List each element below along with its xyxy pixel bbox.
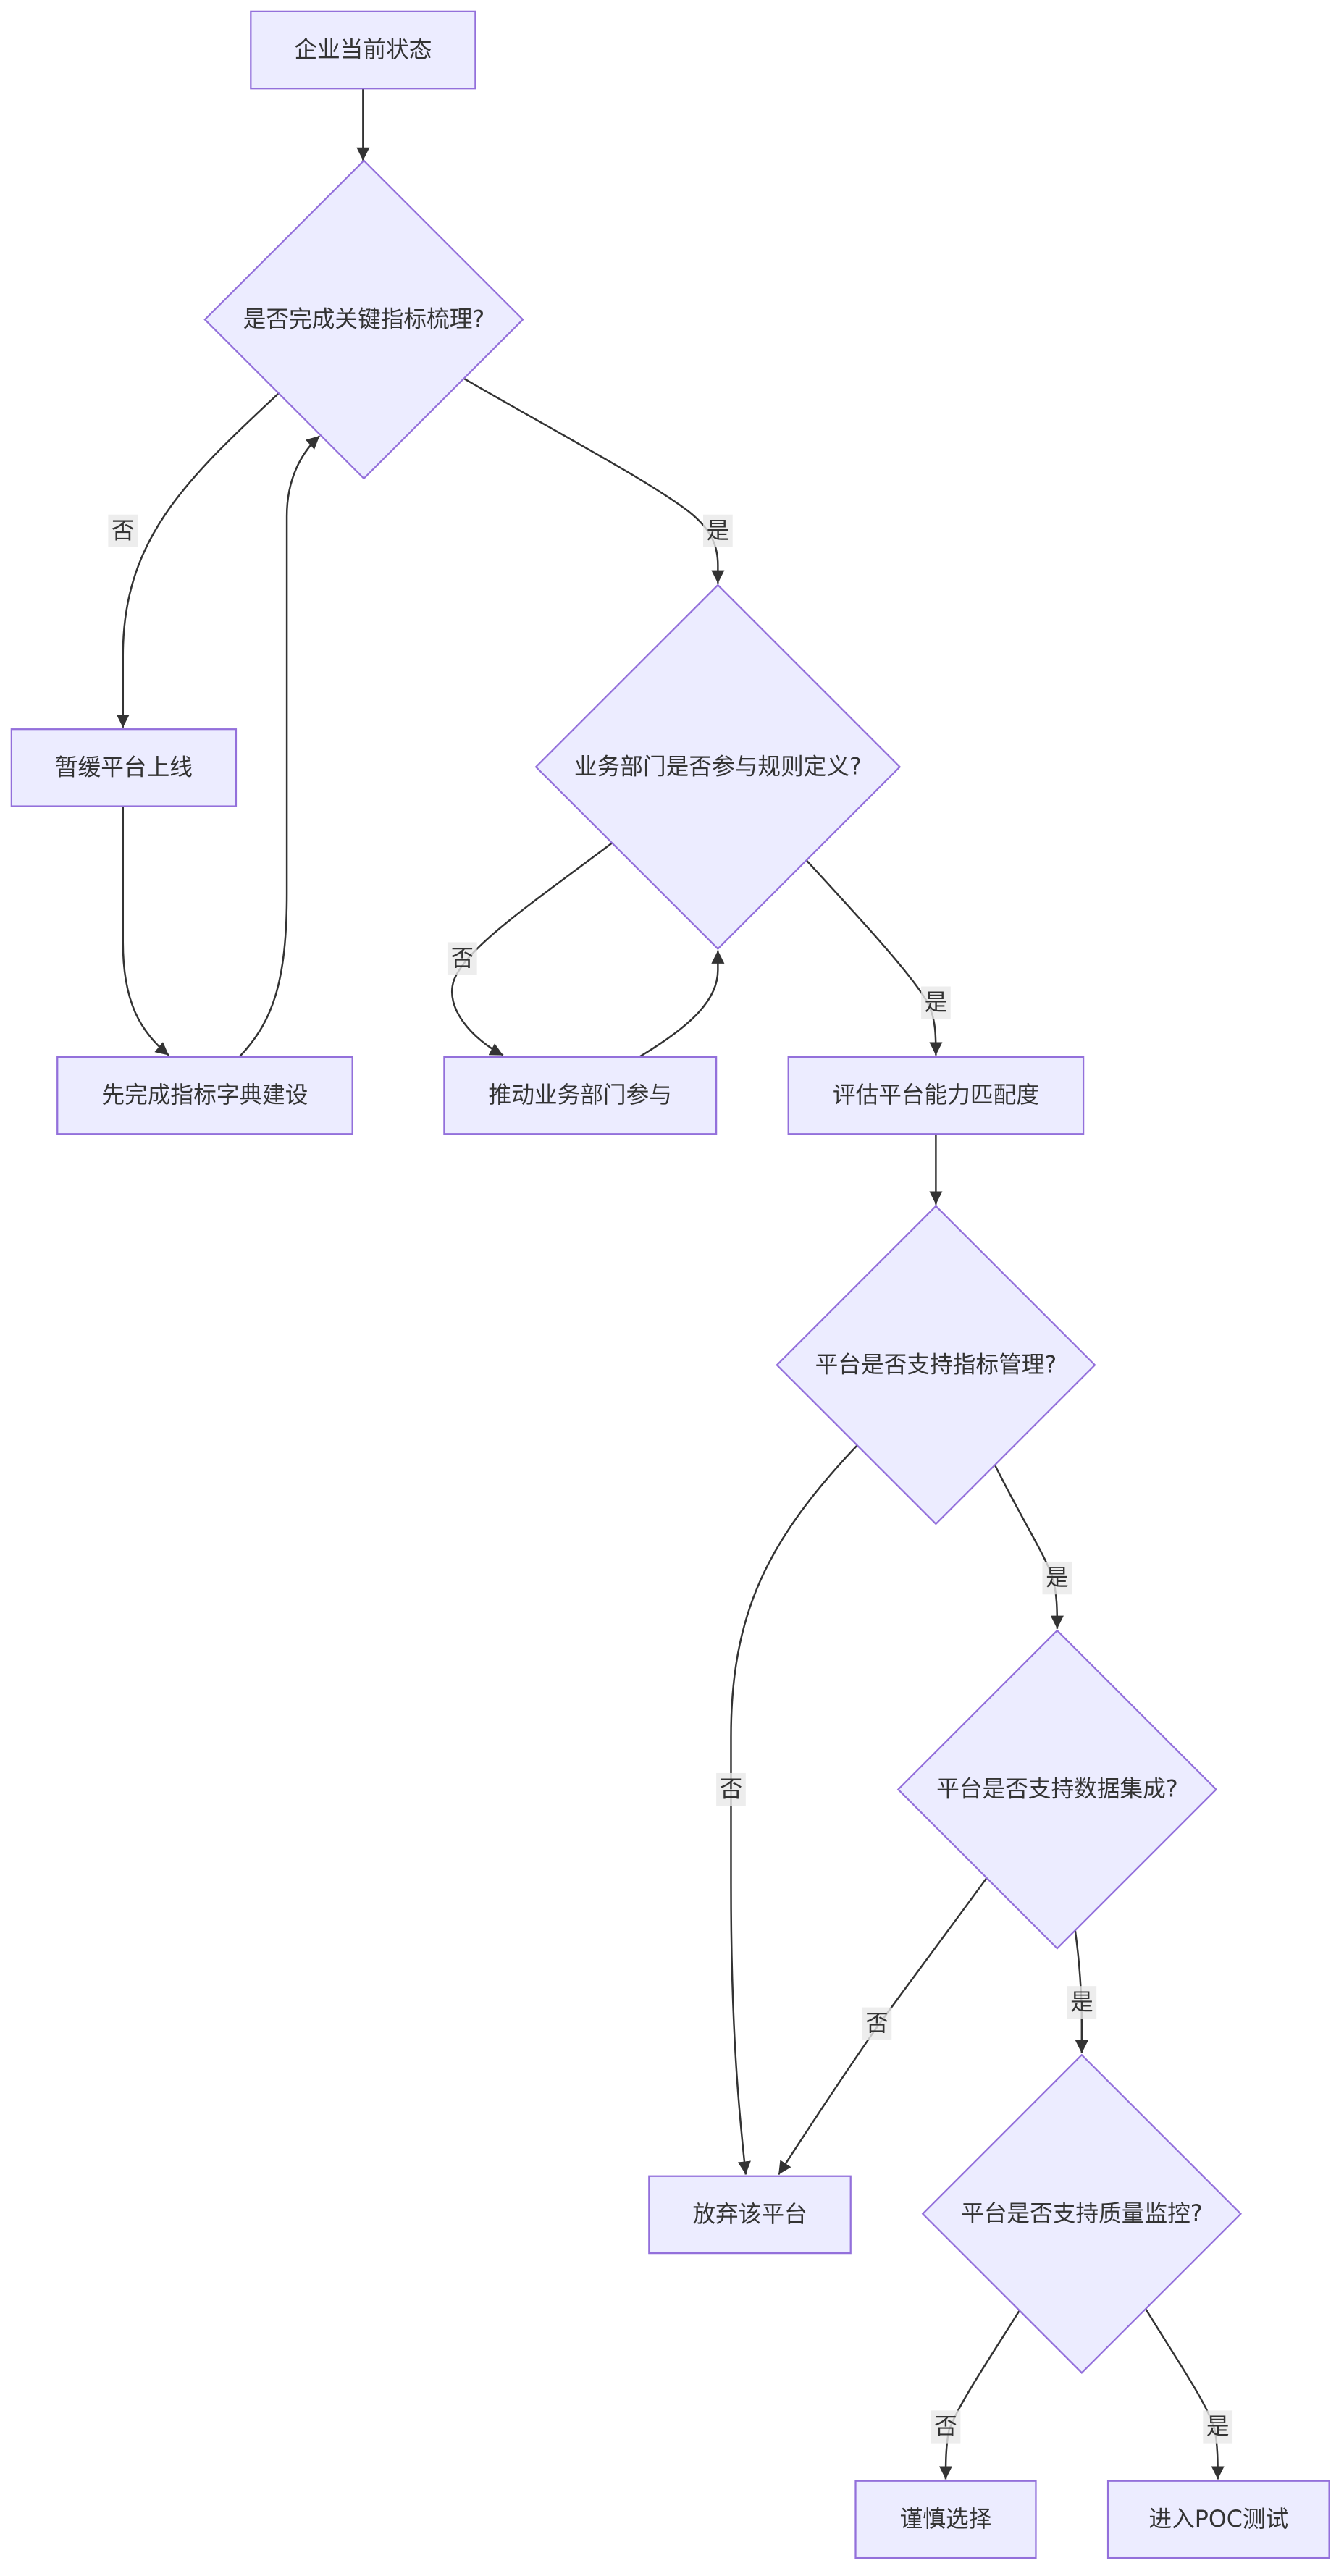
node-question-quality-monitoring: 平台是否支持质量监控? — [921, 2053, 1242, 2374]
edge-label-text: 否 — [112, 518, 135, 544]
edge-label-background — [1203, 2410, 1233, 2444]
node-label: 平台是否支持质量监控? — [961, 2201, 1203, 2227]
process-box — [56, 1056, 353, 1135]
process-box — [1106, 2480, 1330, 2559]
node-question-metrics-sorted: 是否完成关键指标梳理? — [203, 159, 524, 480]
edge-label-metric-mgmt-yes: 是 — [1042, 1561, 1072, 1595]
node-question-data-integration: 平台是否支持数据集成? — [896, 1629, 1218, 1950]
node-label: 业务部门是否参与规则定义? — [574, 754, 862, 780]
process-box — [250, 10, 476, 90]
edge-label-text: 是 — [707, 518, 730, 544]
edge-label-metric-mgmt-no: 否 — [716, 1772, 746, 1806]
edge-pause-to-dictionary — [122, 806, 169, 1056]
node-label: 企业当前状态 — [294, 37, 432, 63]
node-abandon-platform: 放弃该平台 — [648, 2175, 852, 2255]
node-label: 评估平台能力匹配度 — [833, 1082, 1039, 1108]
edge-label-quality-yes: 是 — [1203, 2410, 1233, 2444]
node-label: 平台是否支持指标管理? — [815, 1352, 1057, 1378]
edge-label-text: 否 — [934, 2414, 957, 2440]
edge-label-text: 是 — [1070, 1990, 1093, 2016]
node-label: 平台是否支持数据集成? — [936, 1777, 1178, 1803]
process-box — [10, 728, 238, 807]
edge-label-text: 否 — [865, 2011, 889, 2037]
edge-label-text: 是 — [1206, 2414, 1230, 2440]
edge-label-integration-yes: 是 — [1067, 1986, 1097, 2019]
edge-label-background — [447, 942, 477, 975]
node-label: 推动业务部门参与 — [489, 1082, 672, 1108]
edge-label-background — [931, 2410, 961, 2444]
edge-label-background — [1042, 1561, 1072, 1595]
process-box — [854, 2480, 1037, 2559]
process-box — [443, 1056, 718, 1135]
edge-label-quality-no: 否 — [931, 2410, 961, 2444]
edge-label-background — [108, 514, 138, 547]
node-cautious-choice: 谨慎选择 — [854, 2480, 1037, 2559]
node-label: 先完成指标字典建设 — [101, 1082, 308, 1108]
node-push-business: 推动业务部门参与 — [443, 1056, 718, 1135]
edge-label-text: 是 — [1046, 1565, 1069, 1591]
process-box — [787, 1056, 1085, 1135]
node-label: 放弃该平台 — [692, 2202, 807, 2228]
node-question-business-involved: 业务部门是否参与规则定义? — [534, 584, 902, 951]
edge-dictionary-to-metrics-question — [238, 435, 321, 1058]
decision-diamond — [776, 1205, 1096, 1525]
edge-label-background — [862, 2007, 892, 2040]
edge-labels: 否 是 否 是 否 是 否 是 — [108, 514, 1233, 2444]
edge-metric-mgmt-yes-to-integration-question — [994, 1464, 1064, 1629]
decision-diamond — [921, 2053, 1242, 2374]
edge-label-background — [716, 1772, 746, 1806]
edge-label-metrics-no: 否 — [108, 514, 138, 547]
edge-label-integration-no: 否 — [862, 2007, 892, 2040]
edge-metrics-yes-to-business-question — [463, 377, 725, 584]
node-label: 谨慎选择 — [900, 2506, 992, 2533]
edge-label-business-yes: 是 — [921, 986, 951, 1019]
edge-quality-yes-to-poc — [1145, 2308, 1225, 2480]
node-label: 是否完成关键指标梳理? — [243, 306, 485, 332]
edge-integration-yes-to-quality-question — [1074, 1930, 1088, 2053]
edge-quality-no-to-cautious — [938, 2310, 1020, 2480]
edge-metrics-no-to-pause — [116, 392, 280, 728]
decision-diamond — [896, 1629, 1218, 1950]
decision-diamond — [534, 584, 902, 951]
edge-label-background — [703, 514, 733, 547]
node-build-dictionary: 先完成指标字典建设 — [56, 1056, 353, 1135]
node-label: 进入POC测试 — [1148, 2506, 1288, 2533]
node-question-metric-management: 平台是否支持指标管理? — [776, 1205, 1096, 1525]
edge-metric-mgmt-no-to-abandon — [730, 1444, 858, 2175]
node-label: 暂缓平台上线 — [55, 754, 193, 780]
edge-label-background — [1067, 1986, 1097, 2019]
node-poc-test: 进入POC测试 — [1106, 2480, 1330, 2559]
decision-diamond — [203, 159, 524, 480]
node-evaluate-fit: 评估平台能力匹配度 — [787, 1056, 1085, 1135]
edge-business-yes-to-evaluate — [805, 859, 943, 1056]
edge-label-business-no: 否 — [447, 942, 477, 975]
edge-label-text: 是 — [925, 990, 948, 1016]
edge-label-metrics-yes: 是 — [703, 514, 733, 547]
node-pause-launch: 暂缓平台上线 — [10, 728, 238, 807]
node-start: 企业当前状态 — [250, 10, 476, 90]
edge-label-text: 否 — [720, 1777, 743, 1803]
edge-label-background — [921, 986, 951, 1019]
edge-push-to-business-question — [639, 950, 725, 1058]
nodes: 企业当前状态 是否完成关键指标梳理? 暂缓平台上线 业务部门是否参与规则定义? … — [10, 10, 1330, 2559]
edge-label-text: 否 — [450, 946, 474, 972]
process-box — [648, 2175, 852, 2255]
